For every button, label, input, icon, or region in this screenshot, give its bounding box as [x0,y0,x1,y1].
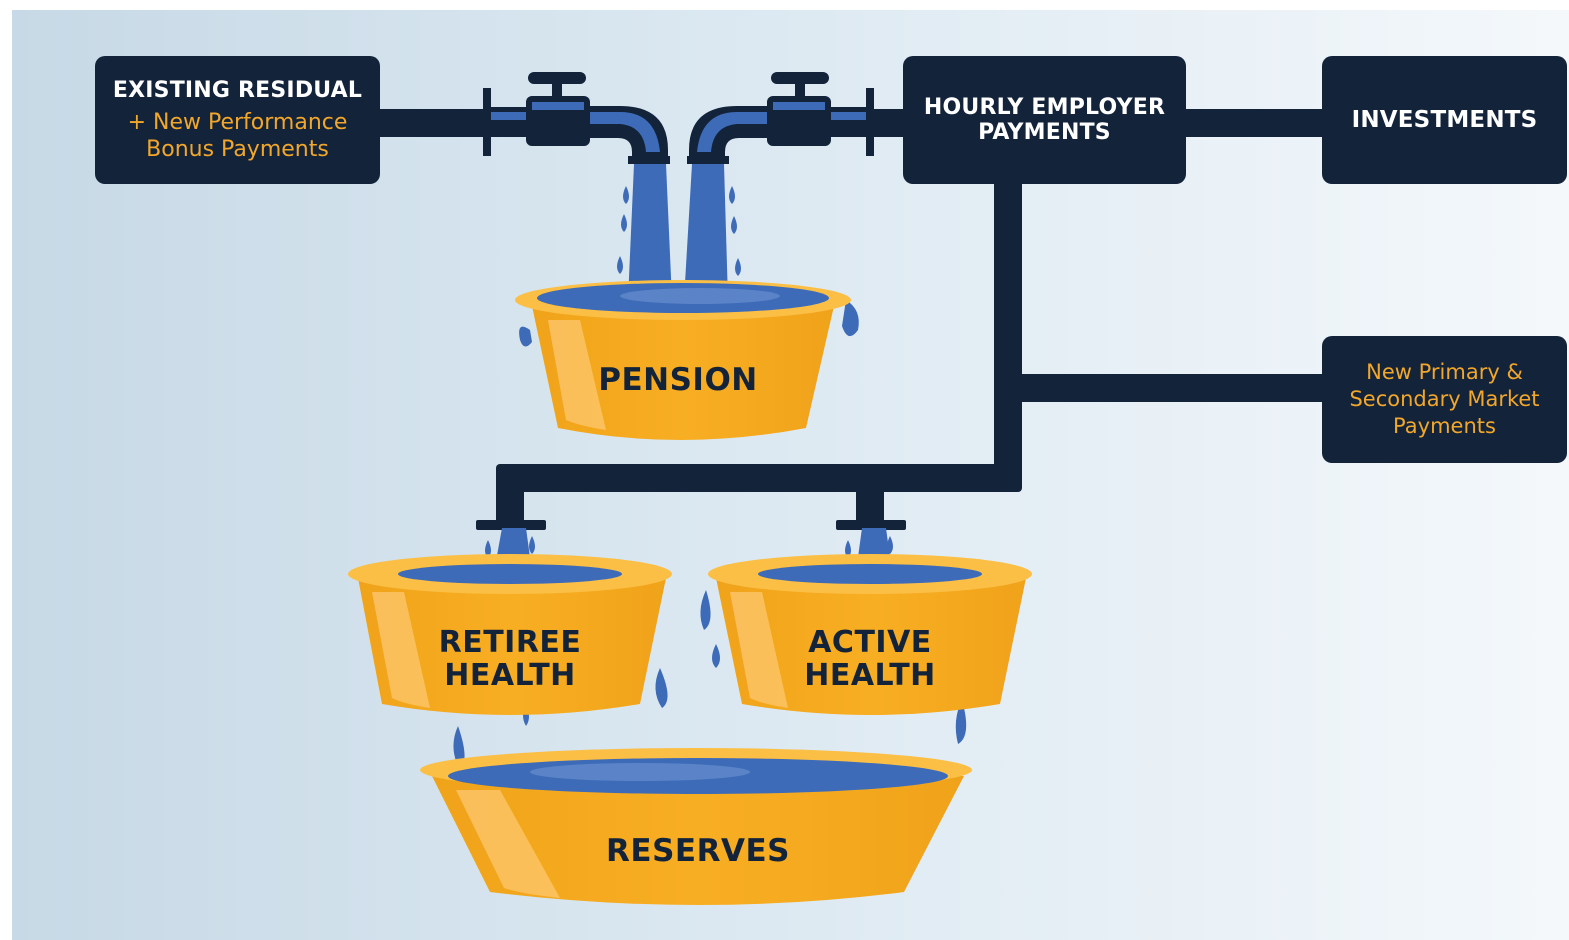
pension-label: PENSION [598,362,758,398]
pipes [375,109,1330,530]
pipe-to-market-payments [1008,374,1328,402]
spout-active [836,520,906,530]
spout-retiree [476,520,546,530]
faucet-icon [687,72,874,164]
water-streams [494,164,892,572]
market-payments-subtitle: New Primary & Secondary Market Payments [1349,360,1540,438]
existing-residual-subtitle: + New Performance Bonus Payments [127,109,348,162]
pipe-drop-retiree [496,464,524,524]
pipe-residual-to-faucet [375,109,495,137]
investments-title: INVESTMENTS [1351,106,1538,133]
market-payments-box: New Primary & Secondary Market Payments [1322,336,1567,463]
investments-box: INVESTMENTS [1322,56,1567,184]
pipe-drop-active [856,478,884,524]
existing-residual-title: EXISTING RESIDUAL [112,77,363,103]
retiree-health-bucket [348,554,672,715]
active-health-bucket [708,554,1032,715]
pension-bucket [515,280,851,440]
existing-residual-box: EXISTING RESIDUAL + New Performance Bonu… [95,56,380,184]
pipe-vertical-main [994,180,1022,492]
hourly-employer-payments-box: HOURLY EMPLOYER PAYMENTS [903,56,1186,184]
pipe-hourly-to-investments [1180,109,1330,137]
pipe-horizontal-health [496,464,1022,492]
hourly-employer-payments-title: HOURLY EMPLOYER PAYMENTS [923,95,1166,145]
faucet-icon [483,72,670,164]
retiree-health-label: RETIREE HEALTH [438,625,582,693]
active-health-label: ACTIVE HEALTH [804,625,936,693]
reserves-label: RESERVES [606,833,790,869]
reserves-bucket [420,748,972,905]
